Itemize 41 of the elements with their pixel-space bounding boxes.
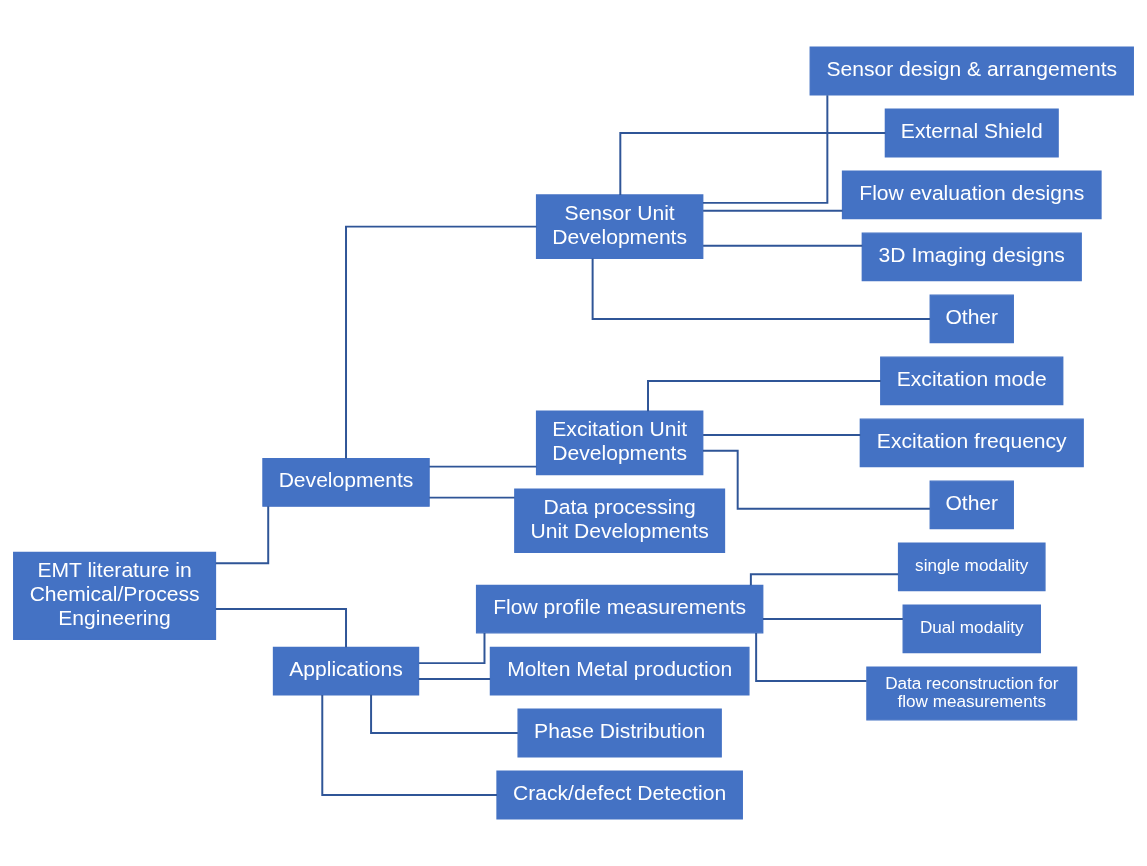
connector	[755, 632, 868, 682]
connector	[702, 244, 864, 247]
connector	[417, 677, 492, 680]
node-box: Data processing Unit Developments	[514, 488, 726, 553]
node-box: Flow profile measurements	[475, 584, 764, 634]
node-box: Flow evaluation designs	[841, 170, 1102, 220]
connector	[214, 608, 347, 649]
node-box: EMT literature in Chemical/Process Engineering	[13, 551, 217, 641]
connector	[345, 225, 538, 460]
connector	[428, 465, 538, 468]
node-box: Dual modality	[902, 604, 1041, 654]
connector	[417, 631, 486, 665]
node-box: Other	[929, 294, 1014, 344]
node-box: Excitation frequency	[859, 418, 1084, 468]
node-box: 3D Imaging designs	[861, 232, 1082, 282]
connector	[761, 617, 904, 620]
connector	[370, 693, 519, 734]
connector	[702, 434, 862, 436]
connector	[749, 573, 900, 587]
node-box: Excitation mode	[880, 356, 1064, 406]
node-box: single modality	[897, 542, 1046, 592]
connector	[701, 449, 931, 510]
connector	[214, 505, 270, 565]
node-box: Molten Metal production	[489, 646, 750, 696]
node-box: External Shield	[884, 108, 1059, 158]
node-box: Crack/defect Detection	[496, 770, 743, 820]
node-box: Data reconstruction for flow measurements	[866, 666, 1078, 721]
connector	[321, 693, 498, 796]
node-box: Excitation Unit Developments	[535, 410, 704, 476]
node-box: Sensor Unit Developments	[535, 194, 704, 259]
connector	[701, 94, 829, 204]
connector	[619, 132, 887, 196]
node-box: Phase Distribution	[517, 708, 722, 758]
node-box: Developments	[262, 458, 430, 507]
node-box: Other	[929, 480, 1014, 530]
connector	[647, 379, 882, 413]
connector	[428, 496, 516, 499]
node-box: Applications	[272, 646, 420, 696]
node-box: Sensor design & arrangements	[809, 46, 1134, 96]
connector	[591, 257, 932, 320]
connector	[702, 209, 844, 212]
